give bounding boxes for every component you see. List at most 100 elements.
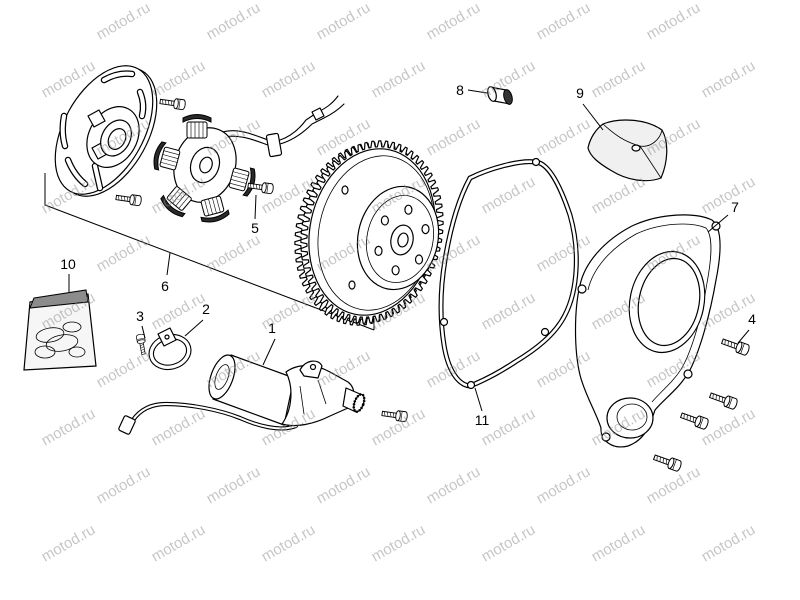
bracket-line <box>44 173 375 331</box>
leader-8 <box>467 89 488 94</box>
watermark-text: motod.ru <box>204 231 264 275</box>
hub-hole <box>380 215 389 226</box>
watermark-text: motod.ru <box>94 463 154 507</box>
flywheel-cover <box>574 214 721 448</box>
watermark-text: motod.ru <box>94 231 154 275</box>
hub-hole <box>414 254 424 265</box>
watermark-text: motod.ru <box>644 0 704 43</box>
watermark-text: motod.ru <box>259 57 319 101</box>
callout-labels: 1 2 3 4 5 6 7 8 9 10 11 <box>60 82 756 428</box>
watermark-text: motod.ru <box>534 115 594 159</box>
cable-terminal <box>118 415 136 435</box>
watermark-text: motod.ru <box>149 405 209 449</box>
gasket-lug <box>439 317 449 327</box>
watermark-text: motod.ru <box>94 347 154 391</box>
cover-gasket <box>438 157 579 390</box>
watermark-text: motod.ru <box>149 521 209 565</box>
watermark-text: motod.ru <box>424 463 484 507</box>
callout-11: 11 <box>475 412 490 428</box>
starter-clamp-band <box>148 327 192 371</box>
cover-bolt <box>679 409 710 431</box>
o-ring <box>34 345 56 359</box>
cover-bolt <box>652 451 683 473</box>
stator-coil <box>182 114 212 139</box>
ignition-stator-plate <box>54 65 158 197</box>
watermark-text: motod.ru <box>259 289 319 333</box>
watermark-text: motod.ru <box>94 0 154 43</box>
leader-lines <box>68 89 750 412</box>
callout-9: 9 <box>576 85 584 101</box>
rubber-boot <box>587 119 668 182</box>
watermark-text: motod.ru <box>699 521 759 565</box>
watermark-text: motod.ru <box>314 0 374 43</box>
o-ring <box>62 321 82 333</box>
o-ring <box>68 346 86 358</box>
hub-hole <box>421 224 430 235</box>
watermark-text: motod.ru <box>259 521 319 565</box>
watermark-text: motod.ru <box>699 405 759 449</box>
watermark-text: motod.ru <box>424 115 484 159</box>
callout-10: 10 <box>60 256 76 272</box>
watermark-text: motod.ru <box>534 463 594 507</box>
hub-hole <box>391 265 400 276</box>
hub-hole <box>374 245 383 256</box>
starter-cable <box>118 401 299 435</box>
callout-6: 6 <box>161 278 169 294</box>
watermark-text: motod.ru <box>589 57 649 101</box>
gasket-lug <box>466 380 476 390</box>
leader-3 <box>141 325 146 339</box>
seal-kit-bag <box>23 289 97 371</box>
watermark-text: motod.ru <box>39 405 99 449</box>
cover-opening <box>637 257 701 347</box>
callout-2: 2 <box>202 301 210 317</box>
leader-4 <box>737 329 750 344</box>
cover-bulge <box>606 397 654 439</box>
stator-wire <box>221 130 269 141</box>
watermark-text: motod.ru <box>204 0 264 43</box>
callout-3: 3 <box>136 308 144 324</box>
watermark-text: motod.ru <box>204 463 264 507</box>
watermark-text: motod.ru <box>589 521 649 565</box>
starter-motor <box>208 354 366 427</box>
group-bracket-6 <box>44 173 375 331</box>
watermark-text: motod.ru <box>369 521 429 565</box>
watermark-text: motod.ru <box>149 57 209 101</box>
leader-2 <box>184 319 204 337</box>
leader-1 <box>262 338 276 366</box>
watermark-text: motod.ru <box>589 173 649 217</box>
watermark-text: motod.ru <box>479 173 539 217</box>
watermark-text: motod.ru <box>534 231 594 275</box>
cover-bolt <box>708 389 739 411</box>
callout-4: 4 <box>748 311 756 327</box>
leader-9 <box>582 103 604 131</box>
watermark-text: motod.ru <box>479 289 539 333</box>
watermark-text: motod.ru <box>39 521 99 565</box>
watermark-text: motod.ru <box>149 289 209 333</box>
watermark-text: motod.ru <box>314 463 374 507</box>
gasket-lug <box>531 157 541 167</box>
watermark-text: motod.ru <box>424 0 484 43</box>
leader-6 <box>166 252 171 276</box>
o-ring <box>35 327 65 343</box>
watermark-text: motod.ru <box>369 57 429 101</box>
stator-coil-assembly <box>150 95 345 226</box>
callout-8: 8 <box>456 82 464 98</box>
bolt <box>159 96 187 111</box>
leader-5 <box>254 194 257 220</box>
leader-7 <box>707 214 729 233</box>
hub-hole <box>404 204 413 215</box>
gasket-lug <box>540 327 550 337</box>
cover-bolt <box>720 335 751 357</box>
watermark-text: motod.ru <box>699 173 759 217</box>
watermark-text: motod.ru <box>534 0 594 43</box>
flywheel-ring-gear <box>294 140 444 326</box>
leader-11 <box>474 387 483 412</box>
wire-connector <box>265 132 283 158</box>
callout-5: 5 <box>251 220 259 236</box>
callout-7: 7 <box>731 199 739 215</box>
starter-mount-ear <box>299 360 323 379</box>
watermark-text: motod.ru <box>479 521 539 565</box>
rubber-grommet <box>487 86 513 105</box>
watermark-text: motod.ru <box>699 57 759 101</box>
